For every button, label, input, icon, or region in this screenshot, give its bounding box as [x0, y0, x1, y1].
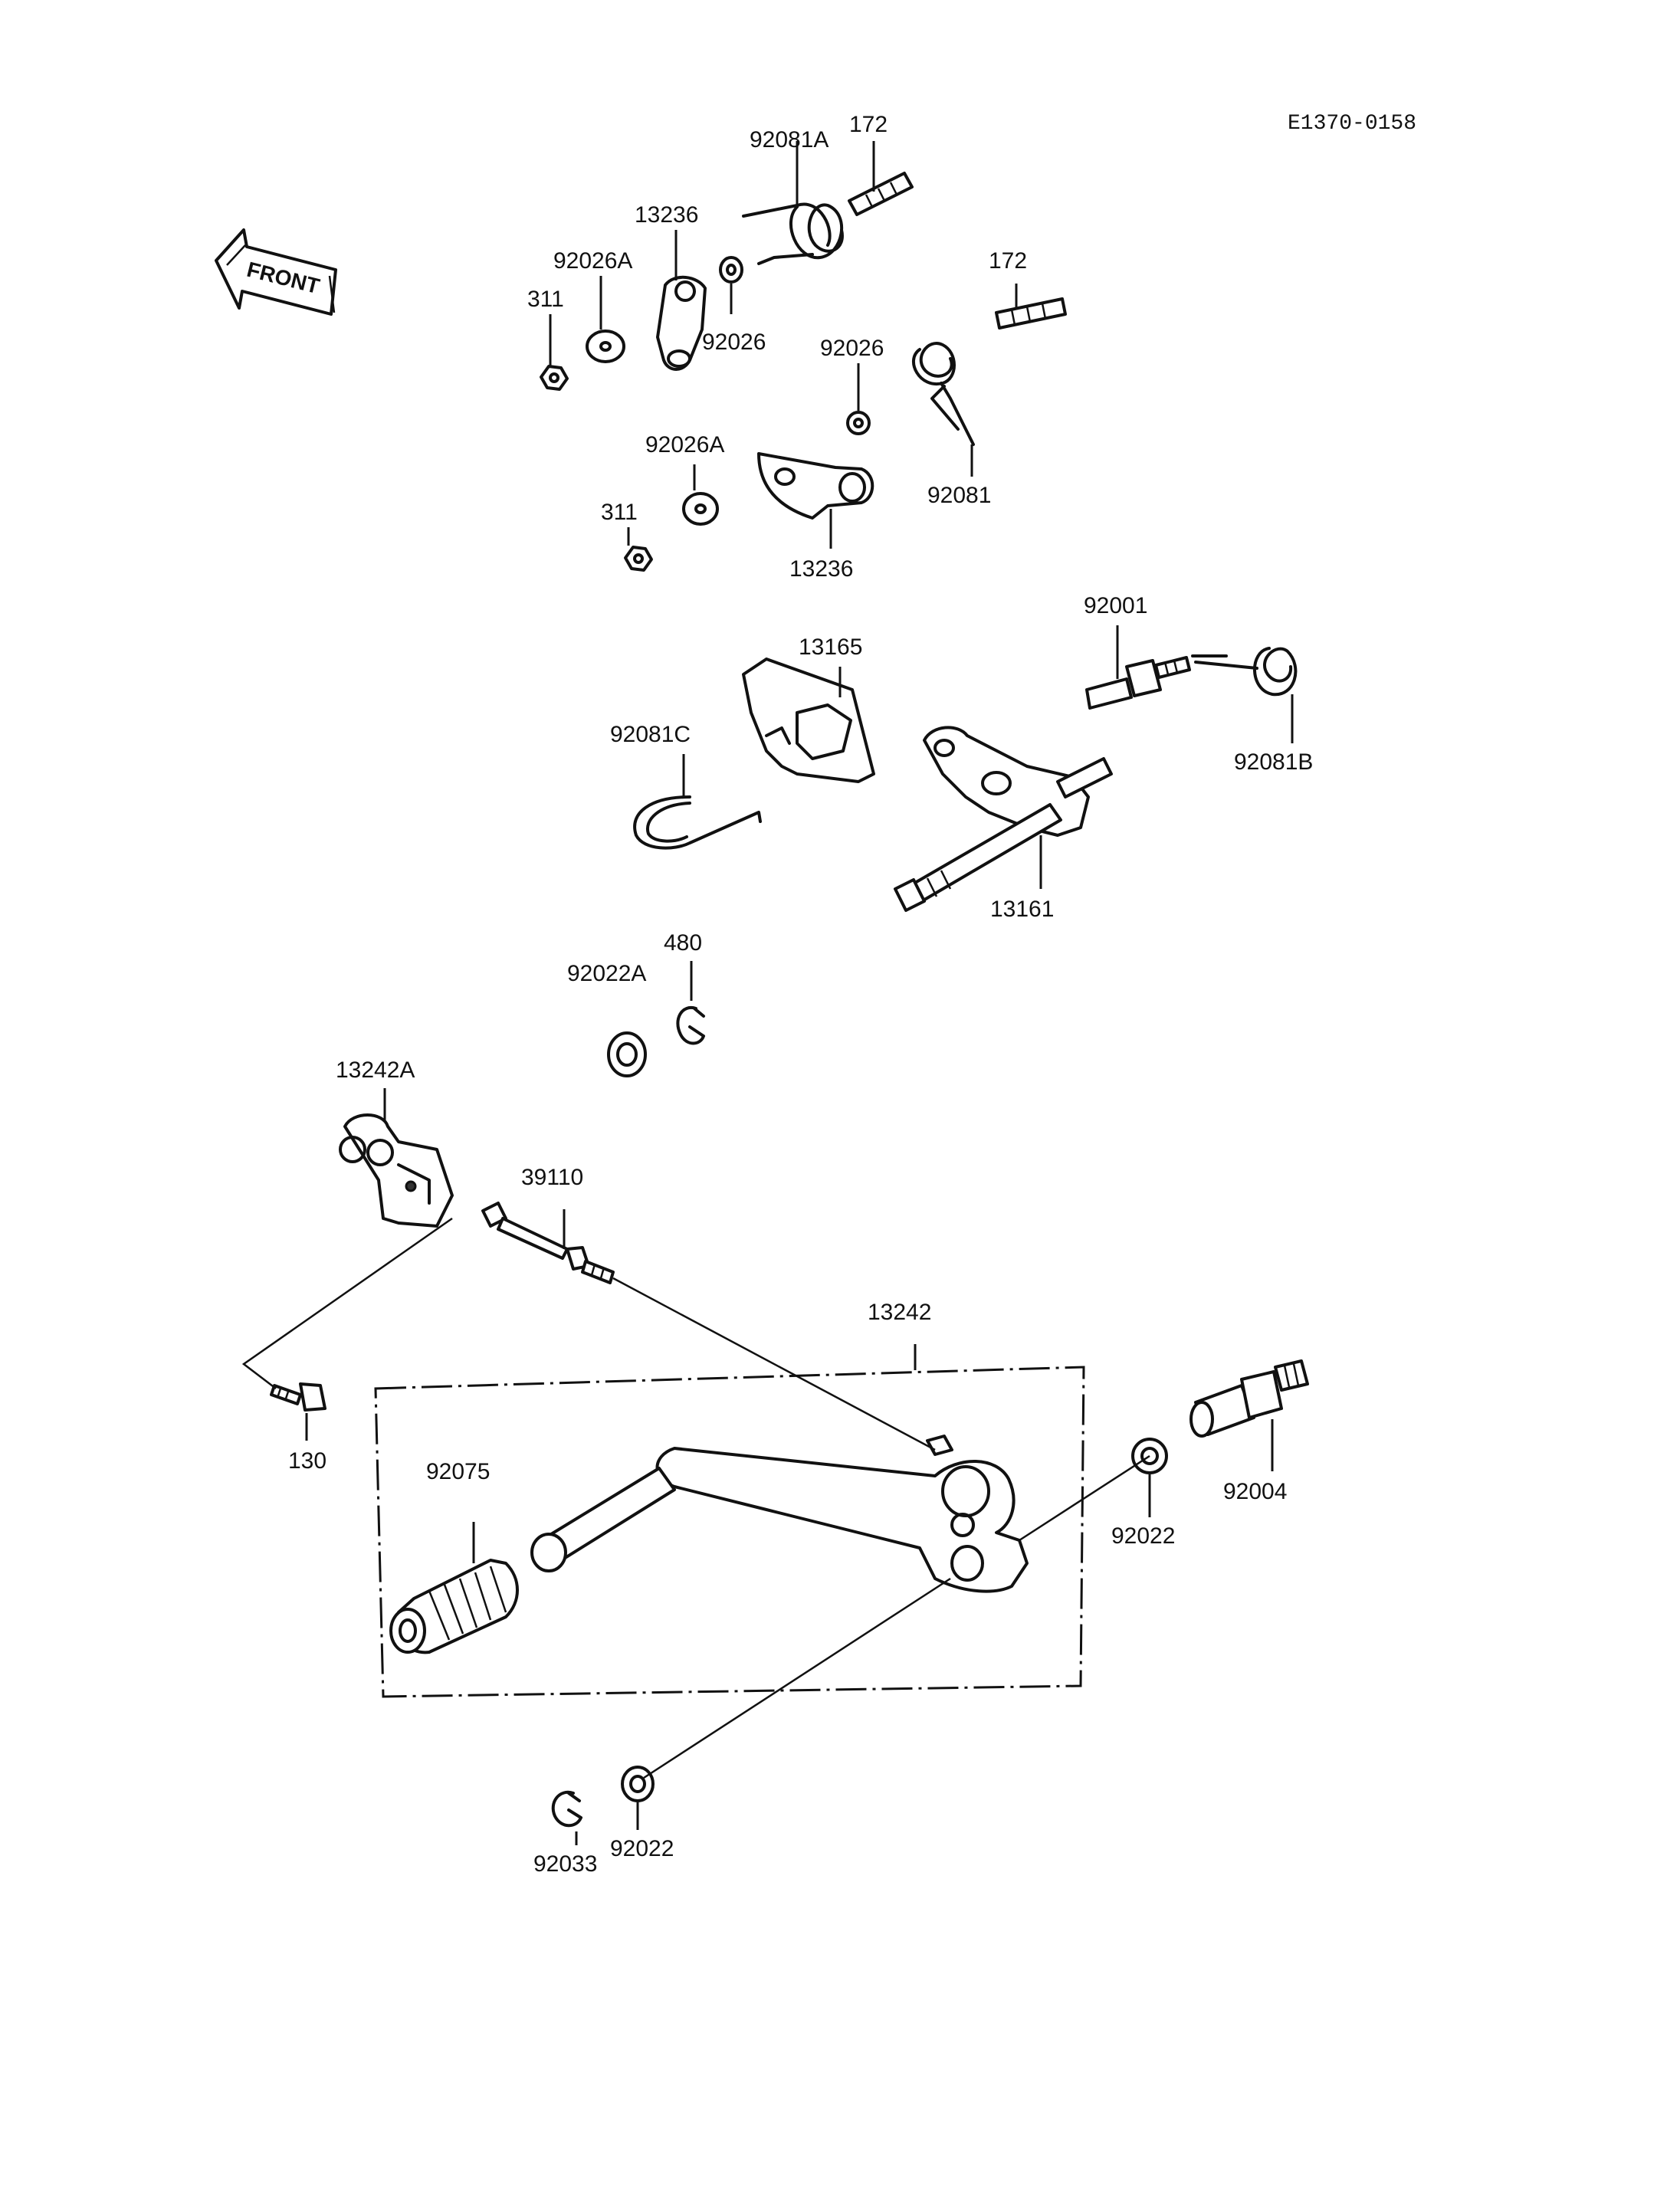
callout-92022-right: 92022	[1111, 1523, 1175, 1549]
leader-lines	[241, 141, 1294, 1845]
pedal-lever-13242	[530, 1435, 1029, 1593]
lever-13242a	[339, 1113, 454, 1228]
lever-13236-top	[656, 275, 707, 371]
plate-13165	[742, 657, 875, 783]
callout-92081a: 92081A	[750, 127, 829, 152]
callout-13236-top: 13236	[635, 202, 698, 228]
spring-92081	[911, 342, 975, 446]
bolt-130	[270, 1382, 326, 1412]
washer-92026a-mid	[682, 492, 719, 526]
washer-92026a-top	[586, 330, 625, 363]
callout-92026a-top: 92026A	[553, 248, 632, 274]
callout-92026-right: 92026	[820, 336, 884, 361]
callout-311-mid: 311	[601, 500, 638, 525]
shaft-13161	[894, 726, 1113, 912]
spring-92081a	[742, 202, 844, 265]
rod-39110	[481, 1202, 615, 1284]
lever-13236-mid	[757, 452, 874, 520]
front-arrow-icon: FRONT	[215, 228, 337, 316]
callout-172-top: 172	[849, 112, 888, 137]
callout-130: 130	[288, 1448, 326, 1474]
diagram-code: E1370-0158	[1288, 112, 1416, 136]
washer-92022-bottom	[621, 1766, 655, 1802]
callout-92081b: 92081B	[1234, 749, 1313, 775]
callout-13242: 13242	[868, 1300, 931, 1325]
callout-311-top: 311	[527, 287, 564, 312]
callout-13161: 13161	[990, 897, 1054, 922]
callout-92022a: 92022A	[567, 961, 646, 986]
rubber-92075	[389, 1559, 519, 1654]
stud-172-right	[995, 297, 1067, 330]
pin-92001	[1085, 656, 1191, 710]
circlip-92033	[551, 1790, 582, 1828]
callout-92022-bottom: 92022	[610, 1836, 674, 1861]
washer-92022a	[607, 1031, 647, 1077]
callout-92026-top: 92026	[702, 330, 766, 355]
callout-172-right: 172	[989, 248, 1027, 274]
assembly-box-13242	[374, 1366, 1085, 1698]
nut-311-mid	[624, 546, 653, 572]
nut-311-top	[540, 365, 569, 391]
spring-92081b	[1191, 647, 1298, 697]
callout-92081: 92081	[927, 483, 991, 508]
stud-172-top	[848, 172, 914, 216]
callout-13236-mid: 13236	[789, 556, 853, 582]
washer-92026-top	[719, 256, 743, 284]
callout-13165: 13165	[799, 635, 862, 660]
callout-92004: 92004	[1223, 1479, 1287, 1504]
callout-39110: 39110	[521, 1165, 583, 1190]
pin-92004	[1189, 1359, 1309, 1438]
callout-480: 480	[664, 930, 702, 956]
callout-92081c: 92081C	[610, 722, 691, 747]
callout-92026a-mid: 92026A	[645, 432, 724, 457]
callout-92033: 92033	[533, 1851, 597, 1877]
callout-92075: 92075	[426, 1459, 490, 1484]
callout-92001: 92001	[1084, 593, 1147, 618]
clip-92081c	[633, 795, 762, 850]
washer-92026-right	[846, 411, 871, 435]
circlip-480	[676, 1005, 705, 1045]
callout-13242a: 13242A	[336, 1058, 415, 1083]
